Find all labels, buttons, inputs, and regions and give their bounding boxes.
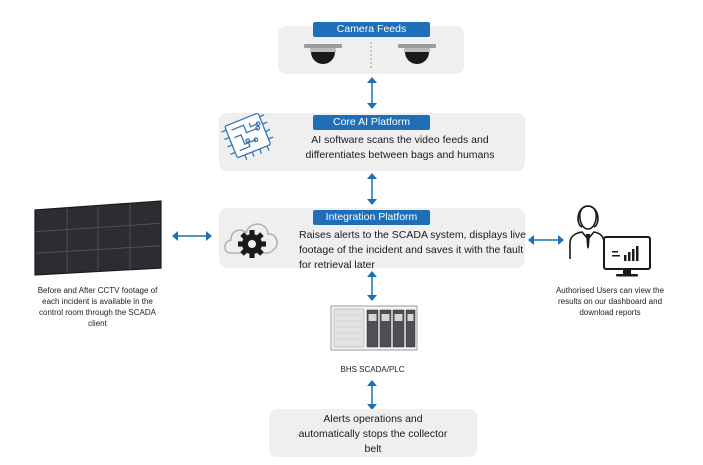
circuit-icon [221,112,274,160]
arrow-integration-scada [367,271,377,301]
core-ai-text-2: differentiates between bags and humans [305,149,495,161]
core-ai-label: Core AI Platform [313,115,430,130]
video-wall-caption-4: client [88,319,107,328]
users-caption-3: download reports [579,308,641,317]
scada-panel-icon [330,305,418,351]
alerts-text-3: belt [364,443,382,455]
video-wall-caption-2: each incident is available in the [42,297,153,306]
arrow-scada-alerts [367,380,377,410]
users-caption-2: results on our dashboard and [557,297,663,306]
integration-text-3: for retrieval later [299,259,375,271]
video-wall-caption-3: control room through the SCADA [39,308,156,317]
cloud-gear-icon [224,223,278,258]
users-caption-1: Authorised Users can view the [555,286,665,295]
integration-text-2: footage of the incident and saves it wit… [299,244,524,256]
user-dashboard-icon [569,205,651,277]
arrow-camera-core [367,77,377,109]
arrow-core-integration [367,173,377,205]
alerts-panel [269,409,477,457]
dome-camera-icon [304,44,342,64]
integration-text-1: Raises alerts to the SCADA system, displ… [299,229,527,241]
alerts-text-2: automatically stops the collector [298,428,448,440]
alerts-text-1: Alerts operations and [323,413,423,425]
camera-feeds-label: Camera Feeds [313,22,430,37]
video-wall-icon [34,200,162,276]
core-ai-text-1: AI software scans the video feeds and [311,134,489,146]
dome-camera-icon [398,44,436,64]
video-wall-caption-1: Before and After CCTV footage of [37,286,158,295]
integration-label: Integration Platform [313,210,430,225]
arrow-wall-integration [172,231,212,241]
scada-label: BHS SCADA/PLC [340,365,405,374]
camera-feeds-icons [304,42,436,68]
arrow-integration-user [528,235,564,245]
